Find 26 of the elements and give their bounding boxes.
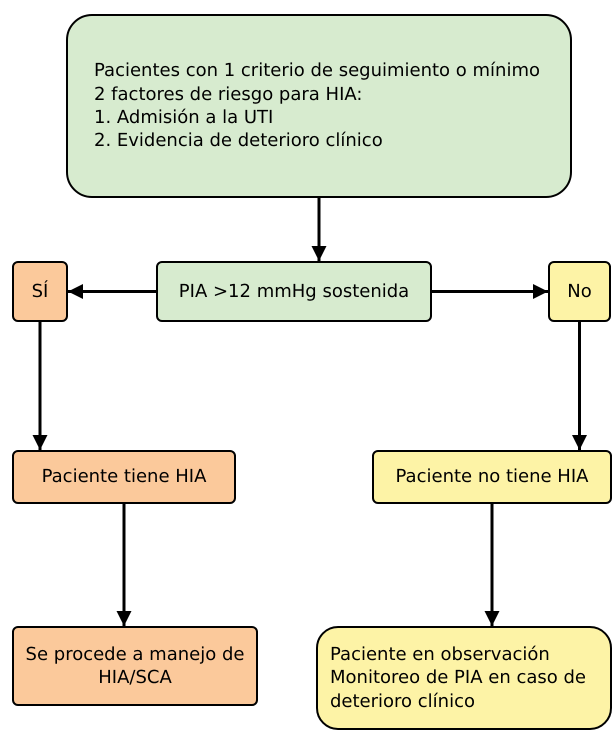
node-label: Paciente tiene HIA [42, 465, 206, 489]
process-box [548, 261, 611, 322]
arrow [116, 504, 132, 626]
node-label: Se procede a manejo de HIA/SCA [24, 642, 246, 690]
process-box [316, 626, 612, 730]
arrow [68, 284, 156, 299]
node-label: PIA >12 mmHg sostenida [178, 280, 410, 304]
process-box [12, 261, 68, 322]
process-box [372, 450, 612, 504]
node-label: SÍ [32, 280, 48, 304]
node-label: Monitoreo de PIA en caso de deterioro clínico [330, 666, 587, 714]
arrow [312, 198, 326, 261]
arrow [432, 284, 548, 299]
arrow [32, 322, 48, 450]
process-box [12, 450, 236, 504]
arrow [572, 322, 587, 450]
criteria-text: Pacientes con 1 criterio de seguimiento o mínimo 2 factores de riesgo para HIA: [94, 59, 542, 106]
node-label: Paciente en observación [330, 642, 550, 666]
rounded-box [66, 14, 572, 198]
list-item: 2. Evidencia de deterioro clínico [94, 129, 383, 153]
process-box [156, 261, 432, 322]
node-label: No [567, 280, 592, 304]
arrow [484, 504, 500, 626]
node-label: Paciente no tiene HIA [396, 465, 588, 489]
process-box [12, 626, 258, 706]
list-item: 1. Admisión a la UTI [94, 106, 274, 130]
